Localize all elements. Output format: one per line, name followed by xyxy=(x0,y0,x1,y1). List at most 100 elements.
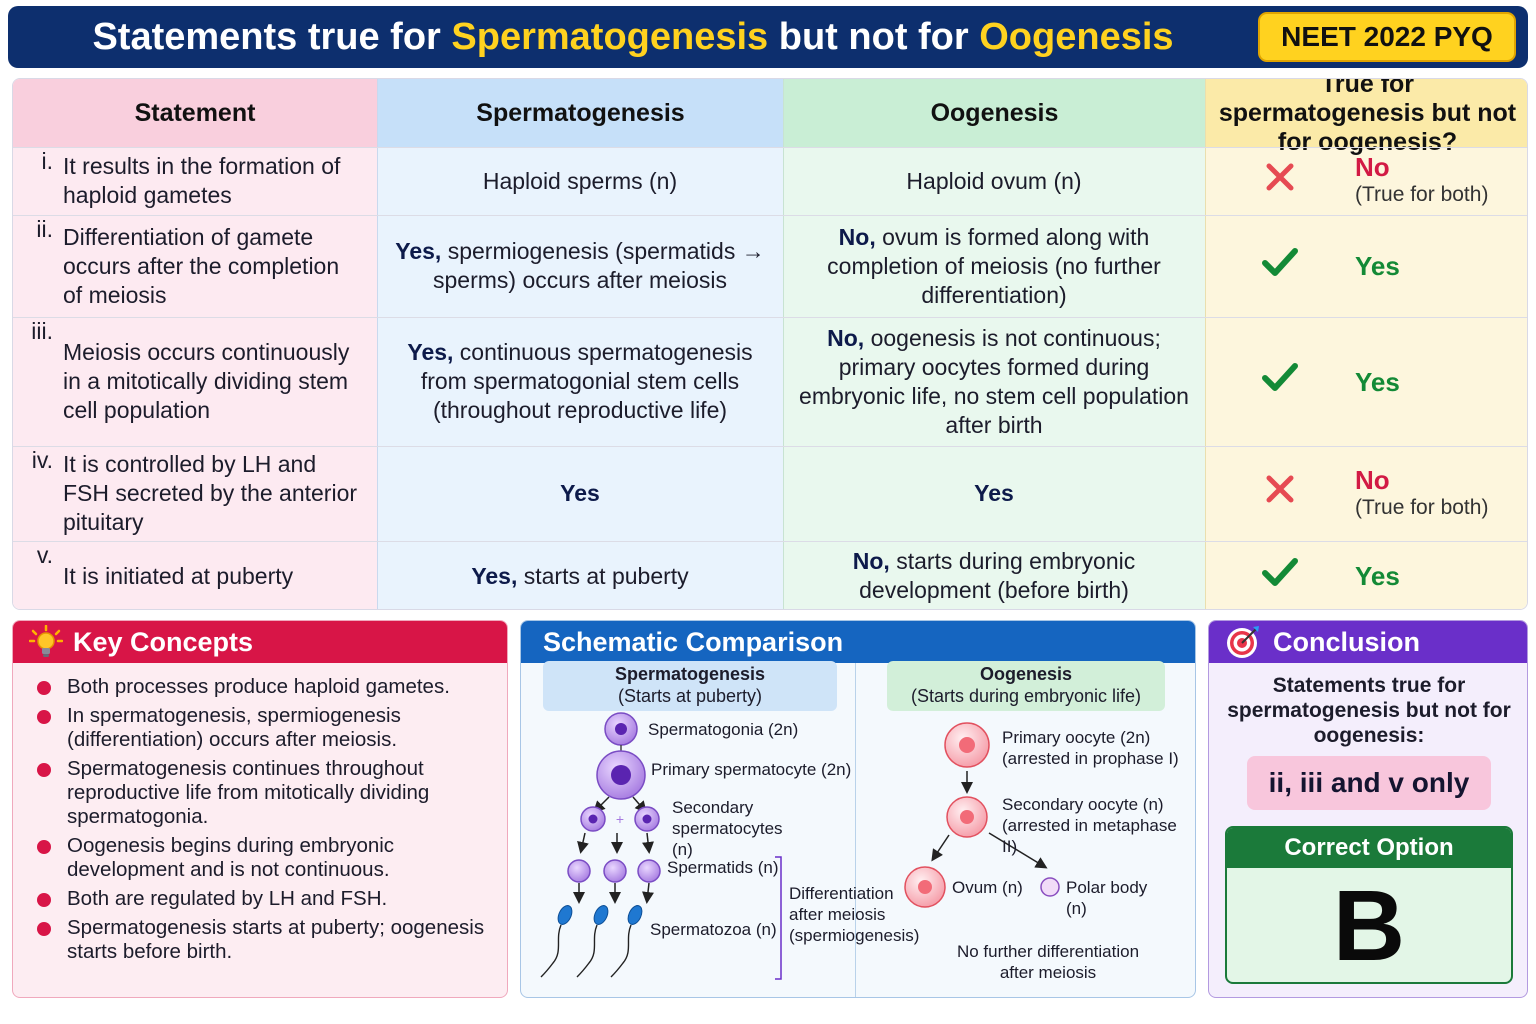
statement-text: It is initiated at puberty xyxy=(63,562,294,589)
differentiation-bracket xyxy=(775,856,782,980)
check-icon xyxy=(1205,245,1355,288)
arrow xyxy=(988,832,1048,869)
verdict-cell: Yes xyxy=(1205,541,1527,609)
verdict-label: Yes xyxy=(1355,251,1400,281)
spermatogonia-cell xyxy=(604,712,638,746)
statement-column: Statement xyxy=(13,79,377,609)
oogenesis-cell: No, oogenesis is not continuous; primary… xyxy=(797,317,1191,446)
key-concepts-list: Both processes produce haploid gametes.I… xyxy=(35,675,505,969)
oog-verdict: No, xyxy=(827,324,865,351)
spermatogenesis-cell: Yes xyxy=(391,446,769,541)
verdict-cell: No(True for both) xyxy=(1205,446,1527,541)
statement-cell: i.It results in the formation of haploid… xyxy=(13,147,377,215)
spermatozoon xyxy=(576,905,609,978)
oogenesis-caption: Oogenesis (Starts during embryonic life) xyxy=(887,661,1165,711)
spermatogenesis-cell: Yes, spermiogenesis (spermatids → sperms… xyxy=(391,215,769,317)
conclusion-title: Conclusion xyxy=(1273,626,1420,657)
label-primary-spermatocyte: Primary spermatocyte (2n) xyxy=(651,760,852,779)
statement-number: i. xyxy=(41,148,54,174)
key-concepts-header: Key Concepts xyxy=(13,621,507,663)
schematic-header: Schematic Comparison xyxy=(521,621,1195,663)
statement-cell: iii. Meiosis occurs continuously in a mit… xyxy=(13,317,377,446)
label-oogenesis-note: No further differentiation after meiosis xyxy=(956,942,1140,982)
oog-caption-title: Oogenesis xyxy=(979,664,1073,684)
header-verdict: True for spermatogenesis but not for oog… xyxy=(1206,79,1527,156)
spermatogenesis-cell: Yes, continuous spermatogenesis from spe… xyxy=(391,317,769,446)
oog-detail: ovum is formed along with completion of … xyxy=(827,223,1161,308)
sperm-detail: continuous spermatogenesis from spermato… xyxy=(420,339,753,423)
sperm-caption-sub: (Starts at puberty) xyxy=(617,686,763,706)
spermatogenesis-column: Spermatogenesis xyxy=(377,79,783,609)
spermatid-cell xyxy=(603,859,627,883)
correct-option-letter: B xyxy=(1332,869,1406,982)
label-spermatogonia: Spermatogonia (2n) xyxy=(648,720,799,739)
verdict-text: No(True for both) xyxy=(1355,466,1488,522)
verdict-text: Yes xyxy=(1355,252,1400,280)
row-divider xyxy=(13,446,1527,447)
label-secondary-oocyte: Secondary oocyte (n) (arrested in metaph… xyxy=(1002,795,1177,856)
label-secondary-spermatocytes: Secondary spermatocytes (n) xyxy=(672,798,783,859)
oogenesis-column: Oogenesis xyxy=(783,79,1205,609)
correct-option-title: Correct Option xyxy=(1227,828,1511,868)
statement-cell: v. It is initiated at puberty xyxy=(13,541,377,609)
check-icon xyxy=(1205,555,1355,598)
secondary-spermatocyte-cell xyxy=(634,806,660,832)
key-concept-item: Both are regulated by LH and FSH. xyxy=(35,887,505,911)
verdict-note: (True for both) xyxy=(1355,183,1489,206)
statement-cell: ii. Differentiation of gamete occurs afte… xyxy=(13,215,377,317)
pyq-badge: NEET 2022 PYQ xyxy=(1258,12,1516,62)
sperm-verdict: Yes, xyxy=(471,562,518,589)
key-concept-item: Spermatogenesis continues throughout rep… xyxy=(35,757,505,829)
page-title: Statements true for Spermatogenesis but … xyxy=(8,6,1258,68)
label-spermatozoa: Spermatozoa (n) xyxy=(650,920,777,939)
plus-sign: + xyxy=(616,811,624,827)
oog-verdict: No, xyxy=(852,548,890,574)
verdict-label: No xyxy=(1355,152,1390,182)
ovum-cell xyxy=(904,866,946,908)
statement-text: Differentiation of gamete occurs after t… xyxy=(63,223,340,308)
statement-number: iv. xyxy=(31,447,53,473)
oog-caption-sub: (Starts during embryonic life) xyxy=(910,686,1142,706)
arrow xyxy=(642,832,654,854)
header-oogenesis: Oogenesis xyxy=(784,79,1205,147)
statement-number: v. xyxy=(36,542,53,568)
row-divider xyxy=(13,317,1527,318)
title-highlight-spermatogenesis: Spermatogenesis xyxy=(451,15,769,58)
label-ovum: Ovum (n) xyxy=(952,878,1023,897)
statement-number: ii. xyxy=(36,216,53,242)
verdict-cell: No(True for both) xyxy=(1205,147,1527,215)
conclusion-panel: Conclusion Statements true for spermatog… xyxy=(1208,620,1528,998)
oogenesis-cell: Haploid ovum (n) xyxy=(797,147,1191,215)
oog-detail: oogenesis is not continuous; primary ooc… xyxy=(799,324,1189,438)
schematic-panel: Schematic Comparison Spermatogenesis (St… xyxy=(520,620,1196,998)
header-statement: Statement xyxy=(13,79,377,147)
sperm-detail: Haploid sperms (n) xyxy=(482,167,678,194)
label-spermatids: Spermatids (n) xyxy=(667,858,779,877)
verdict-text: Yes xyxy=(1355,368,1400,396)
title-banner: Statements true for Spermatogenesis but … xyxy=(8,6,1528,68)
title-text-2: but not for xyxy=(768,15,980,58)
spermatozoon xyxy=(610,905,643,978)
arrow xyxy=(642,882,654,904)
comparison-table: Statement Spermatogenesis Oogenesis True… xyxy=(12,78,1528,610)
answer-badge: ii, iii and v only xyxy=(1247,756,1491,810)
oog-verdict: No, xyxy=(838,223,876,250)
spermatozoon xyxy=(540,905,573,978)
key-concept-item: Spermatogenesis starts at puberty; oogen… xyxy=(35,916,505,964)
oogenesis-cell: No, ovum is formed along with completion… xyxy=(797,215,1191,317)
title-highlight-oogenesis: Oogenesis xyxy=(979,15,1174,58)
statement-text: Meiosis occurs continuously in a mitotic… xyxy=(63,339,350,423)
statement-cell: iv.It is controlled by LH and FSH secret… xyxy=(13,446,377,541)
sperm-verdict: Yes xyxy=(560,480,600,506)
spermatogenesis-cell: Haploid sperms (n) xyxy=(391,147,769,215)
verdict-label: Yes xyxy=(1355,561,1400,591)
statement-number: iii. xyxy=(31,318,53,344)
header-spermatogenesis: Spermatogenesis xyxy=(378,79,783,147)
cross-icon xyxy=(1205,472,1355,515)
oog-detail: starts during embryonic development (bef… xyxy=(859,548,1136,603)
label-polar-body: Polar body (n) xyxy=(1066,878,1148,918)
key-concept-item: Oogenesis begins during embryonic develo… xyxy=(35,834,505,882)
conclusion-header: Conclusion xyxy=(1209,621,1527,663)
check-icon xyxy=(1205,360,1355,403)
verdict-label: Yes xyxy=(1355,366,1400,397)
